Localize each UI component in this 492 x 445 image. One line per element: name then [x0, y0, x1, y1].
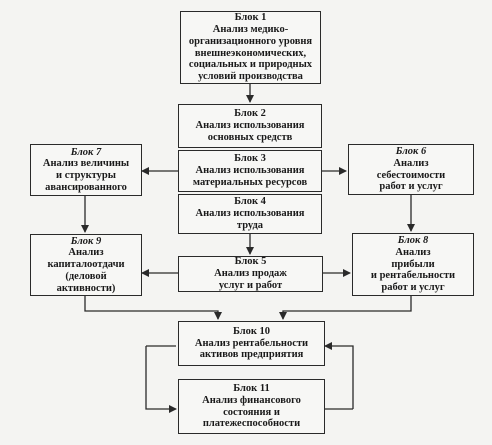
- block-9-line: (деловой: [65, 270, 107, 282]
- block-3-line: материальных ресурсов: [192, 176, 308, 188]
- block-1-line: организационного уровня: [188, 35, 313, 47]
- block-1: Блок 1 Анализ медико- организационного у…: [180, 11, 321, 84]
- block-4: Блок 4 Анализ использования труда: [178, 194, 322, 234]
- block-11: Блок 11 Анализ финансового состояния и п…: [178, 379, 325, 434]
- block-10-line: Анализ рентабельности: [194, 337, 309, 349]
- block-8-line: и рентабельности: [370, 270, 456, 282]
- block-7-line: и структуры: [56, 170, 116, 181]
- block-3-title: Блок 3: [234, 153, 266, 165]
- block-3: Блок 3 Анализ использования материальных…: [178, 150, 322, 192]
- block-8-line: Анализ: [395, 246, 431, 258]
- arrow-b8-b10: [279, 296, 412, 320]
- block-6-title: Блок 6: [395, 146, 427, 157]
- block-1-line: Анализ медико-: [212, 24, 289, 35]
- block-7-line: авансированного: [45, 181, 127, 193]
- block-9: Блок 9 Анализ капиталоотдачи (деловой ак…: [30, 234, 142, 296]
- block-1-title: Блок 1: [234, 12, 267, 24]
- block-6-line: Анализ: [393, 157, 429, 169]
- block-2-title: Блок 2: [234, 108, 266, 120]
- block-5-title: Блок 5: [234, 256, 267, 268]
- block-6-line: работ и услуг: [379, 181, 443, 193]
- block-2-line: основных средств: [207, 131, 293, 143]
- block-9-title: Блок 9: [70, 235, 102, 247]
- block-1-line: социальных и природных: [188, 59, 313, 71]
- loop-left-b10: [145, 346, 177, 413]
- block-4-line: труда: [236, 219, 264, 231]
- block-10-line: активов предприятия: [199, 349, 304, 361]
- block-8-line: прибыли: [391, 258, 435, 270]
- block-11-line: состояния и: [223, 406, 280, 418]
- block-9-line: активности): [56, 282, 116, 294]
- block-6: Блок 6 Анализ себестоимости работ и услу…: [348, 144, 474, 195]
- block-8-title: Блок 8: [397, 235, 429, 247]
- block-9-line: Анализ: [68, 247, 104, 259]
- block-11-line: Анализ финансового: [202, 394, 301, 406]
- block-5: Блок 5 Анализ продаж услуг и работ: [178, 256, 323, 292]
- block-10: Блок 10 Анализ рентабельности активов пр…: [178, 321, 325, 366]
- block-2-line: Анализ использования: [195, 120, 305, 132]
- block-7-title: Блок 7: [70, 146, 102, 158]
- block-3-line: Анализ использования: [195, 165, 305, 177]
- loop-right-b10: [324, 342, 354, 409]
- block-10-title: Блок 10: [232, 325, 271, 337]
- arrow-b9-b10: [84, 296, 222, 320]
- block-11-title: Блок 11: [233, 383, 270, 394]
- block-11-line: платежеспособности: [202, 418, 301, 430]
- block-8-line: работ и услуг: [381, 282, 445, 294]
- block-5-line: услуг и работ: [218, 279, 283, 291]
- block-6-line: себестоимости: [376, 169, 446, 181]
- block-8: Блок 8 Анализ прибыли и рентабельности р…: [352, 233, 474, 296]
- block-9-line: капиталоотдачи: [47, 259, 125, 271]
- block-2: Блок 2 Анализ использования основных сре…: [178, 104, 322, 148]
- block-4-title: Блок 4: [234, 196, 266, 208]
- block-7-line: Анализ величины: [42, 158, 130, 170]
- block-1-line: условий производства: [198, 71, 303, 82]
- block-5-line: Анализ продаж: [214, 268, 287, 280]
- block-7: Блок 7 Анализ величины и структуры аванс…: [30, 144, 142, 196]
- block-4-line: Анализ использования: [195, 208, 305, 220]
- block-1-line: внешнеэкономических,: [194, 47, 307, 59]
